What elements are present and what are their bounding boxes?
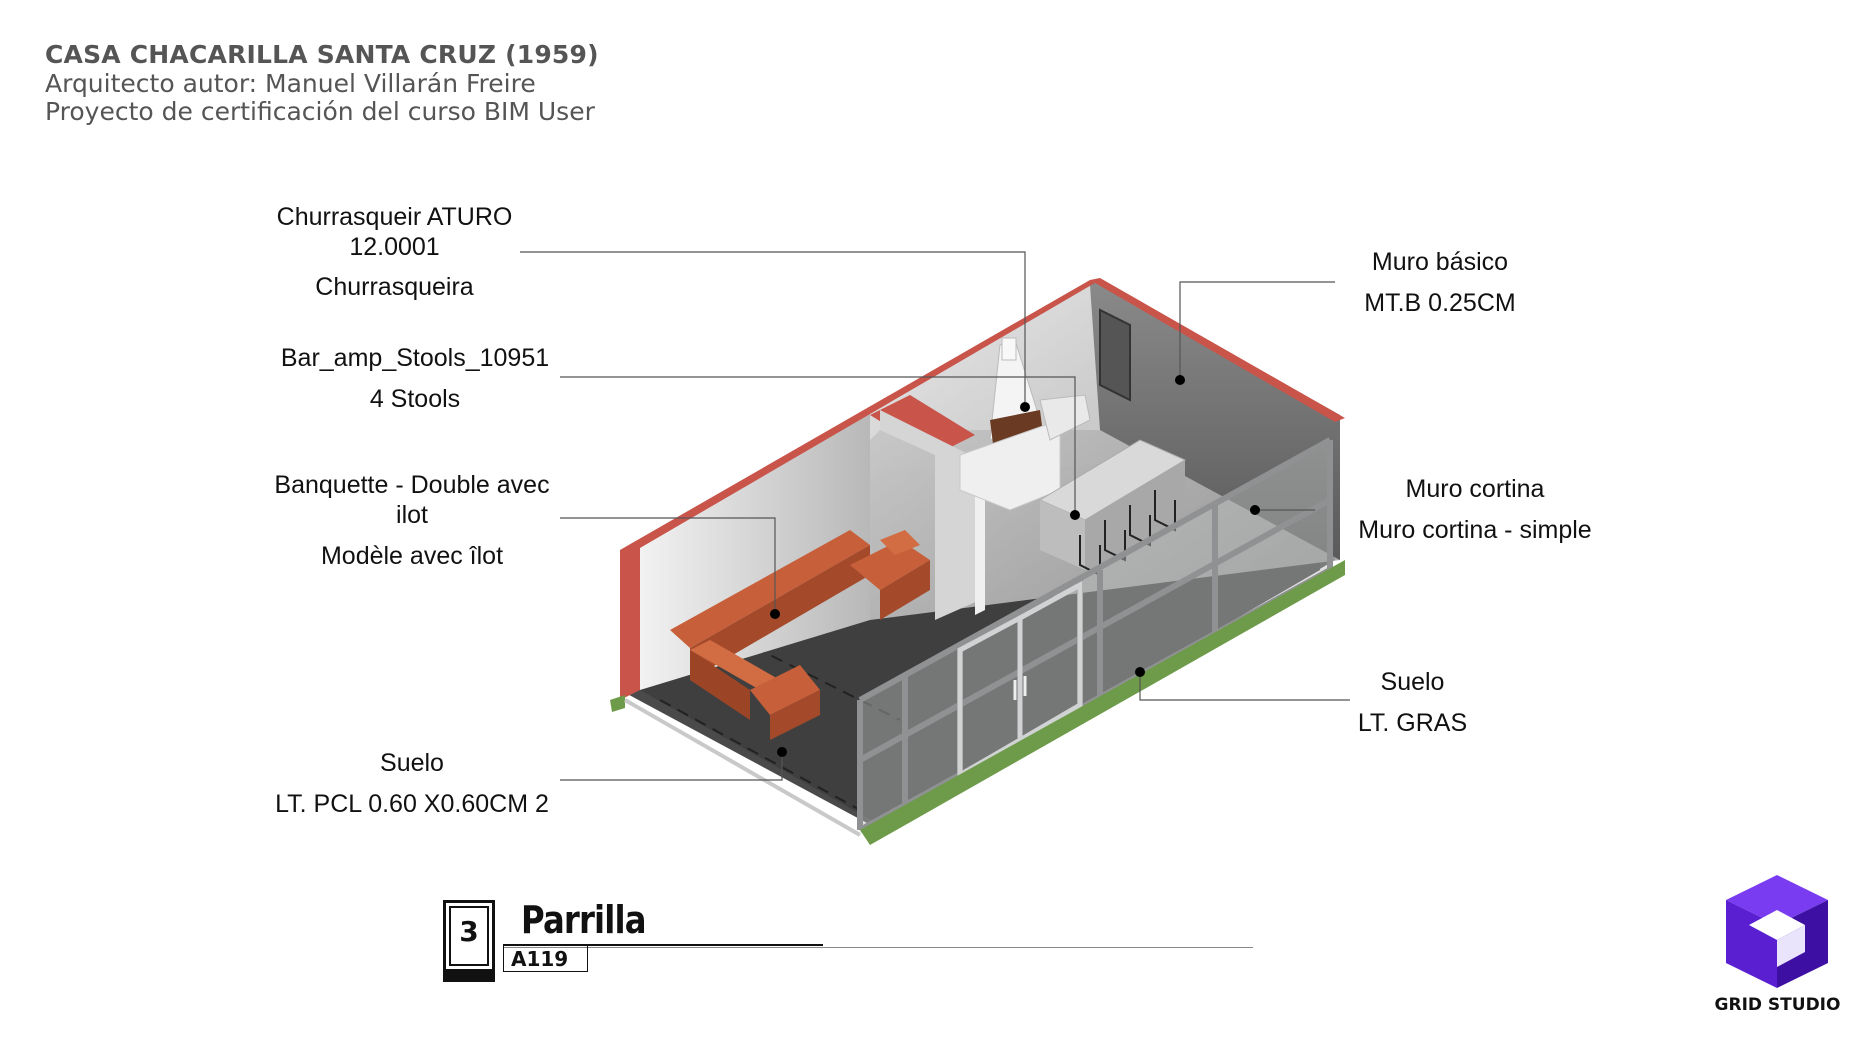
sheet-number: A119 [511,947,569,971]
wall-top [1090,278,1345,422]
leader-dots [770,375,1260,757]
glass-doors [957,580,1083,780]
label-suelo-left: Suelo LT. PCL 0.60 X0.60CM 2 [275,749,549,818]
wall-top [870,395,975,455]
churrasquera-chimney [1001,337,1017,361]
grid-studio-logo: GRID STUDIO [1710,870,1845,1020]
floor-edge [624,698,861,837]
floor-dash [659,699,861,811]
label-banquette: Banquette - Double avec ilot Modèle avec… [274,471,550,570]
grass-left [610,695,625,712]
view-number: 3 [459,915,479,948]
sofa [670,530,930,740]
right-wall [1090,280,1340,560]
view-name: Parrilla [521,898,647,942]
project-line: Proyecto de certificación del curso BIM … [45,97,595,126]
bar-island-front [1085,460,1185,570]
view-number-box [443,900,495,972]
label-churrasquera: Churrasqueir ATURO 12.0001 Churrasqueira [276,203,513,301]
cube-logo-icon [1726,875,1828,988]
left-wall [620,545,640,700]
wall-top [620,280,1100,550]
label-suelo-right: Suelo LT. GRAS [1357,668,1468,737]
partition-wall [880,410,980,620]
label-stools: Bar_amp_Stools_10951 4 Stools [280,344,550,413]
label-muro-cortina: Muro cortina Muro cortina - simple [1358,475,1592,544]
grass [860,560,1345,845]
header: CASA CHACARILLA SANTA CRUZ (1959) Arquit… [45,40,599,126]
counter [1039,394,1091,441]
project-title: CASA CHACARILLA SANTA CRUZ (1959) [45,40,599,69]
leader-lines [520,251,1350,781]
churrasquera-base [959,419,1061,511]
label-muro-basico: Muro básico MT.B 0.25CM [1364,248,1516,317]
window [1099,308,1131,402]
view-title-block: 3 Parrilla A119 [443,898,1253,990]
brand-name: GRID STUDIO [1714,995,1841,1015]
architect-line: Arquitecto autor: Manuel Villarán Freire [45,69,536,98]
